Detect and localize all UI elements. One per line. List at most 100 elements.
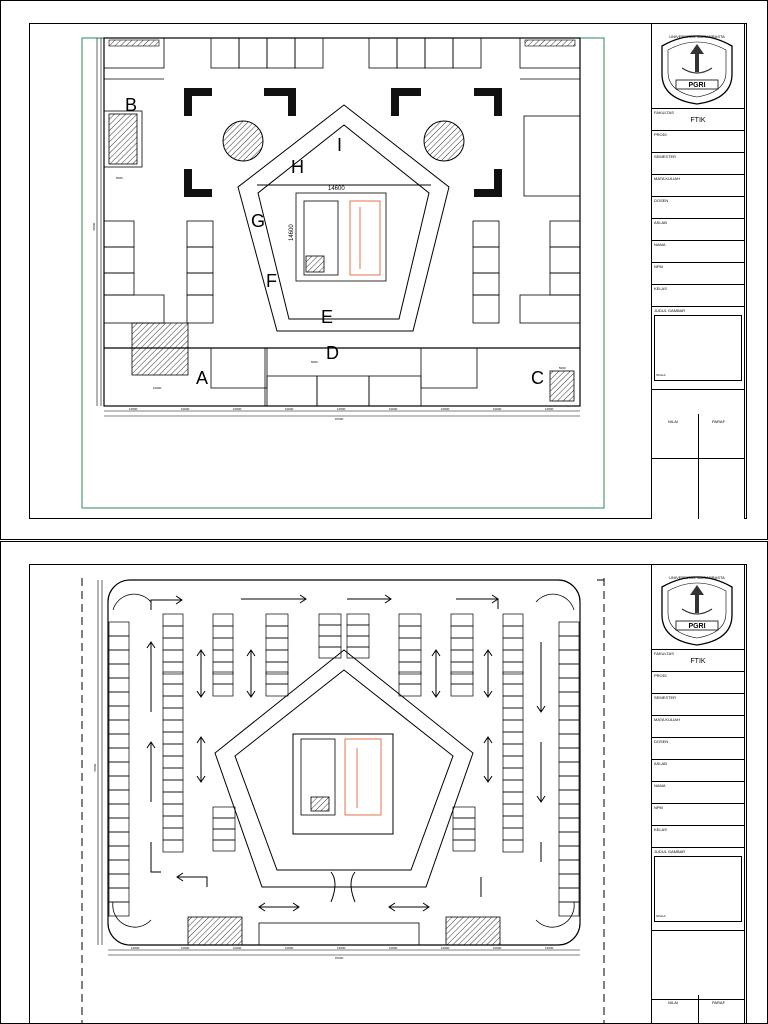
parking-stall (502, 707, 524, 721)
parking-stall (450, 661, 474, 675)
judul-gambar-section: JUDUL GAMBAR SKALA (652, 848, 744, 931)
parking-stall (452, 817, 476, 830)
small-dim-3: 5000 (559, 366, 566, 370)
dim-s2-4: 12500 (337, 946, 346, 950)
pentagon-ring (214, 649, 474, 888)
field-label: DOSEN (654, 198, 669, 203)
parking-stall (318, 635, 342, 648)
skala-label: SKALA (656, 914, 666, 918)
parking-stall (502, 803, 524, 817)
sign-divider (698, 414, 699, 519)
field-label: FAKULTAS (654, 651, 674, 656)
parking-stall (558, 859, 580, 875)
dim-s2-8: 12500 (545, 946, 554, 950)
logo-arc-text: UNIVERSITAS INDRAPRASTA (669, 34, 725, 39)
field-value: FTIK (690, 117, 706, 124)
field-label: ASLAB (654, 761, 667, 766)
field-label: SEMESTER (654, 154, 677, 159)
parking-stall (502, 625, 524, 639)
parking-stall (108, 831, 130, 847)
logo-banner-text: PGRI (688, 623, 705, 630)
parking-stalls (108, 613, 580, 917)
parking-stall (502, 839, 524, 853)
parking-stall (108, 817, 130, 833)
total-dim-s1: 97000 (335, 417, 344, 421)
parking-stall (212, 613, 234, 627)
top-shops (103, 37, 581, 80)
parking-stall (558, 635, 580, 651)
parking-stall (558, 803, 580, 819)
parking-stall (502, 661, 524, 675)
parking-stall (558, 705, 580, 721)
field-label: DOSEN (654, 739, 669, 744)
parking-stall (398, 613, 422, 627)
parking-stall (212, 683, 234, 697)
parking-stall (212, 649, 234, 663)
field-nama: NAMA (652, 782, 744, 804)
parking-stall (265, 625, 289, 639)
parking-stall (502, 731, 524, 745)
dim-s2-0: 12500 (131, 946, 140, 950)
parking-stall (108, 747, 130, 763)
zone-label-i: I (337, 135, 342, 155)
small-dim-2: 10000 (153, 386, 162, 390)
dim-s1-5: 10000 (389, 407, 398, 411)
left-dim-s2: 79000 (93, 763, 97, 772)
parking-stall (318, 613, 342, 626)
parking-stall (558, 663, 580, 679)
parking-stall (108, 803, 130, 819)
parking-stall (346, 613, 370, 626)
parking-stall (108, 887, 130, 903)
parking-stall (452, 806, 476, 819)
judul-gambar-section: JUDUL GAMBAR SKALA (652, 307, 744, 390)
parking-stall (162, 803, 184, 817)
field-prodi: PRODI (652, 672, 744, 694)
nilai-label: NILAI (668, 419, 679, 424)
parking-stall (265, 683, 289, 697)
parking-stall (108, 649, 130, 665)
parking-stall (108, 663, 130, 679)
parking-stall (502, 743, 524, 757)
parking-stall (558, 677, 580, 693)
central-core (295, 192, 387, 282)
drawing-frame (29, 564, 747, 1023)
parking-stall (108, 705, 130, 721)
parking-stall (398, 625, 422, 639)
parking-stall (558, 621, 580, 637)
floor-plan-drawing: A B C D E F G H I 14600 14600 5000 10000… (81, 37, 605, 509)
university-logo: UNIVERSITAS INDRAPRASTA PGRI (652, 24, 744, 109)
parking-stall (398, 637, 422, 651)
parking-stall (558, 831, 580, 847)
parking-stall (558, 761, 580, 777)
parking-stall (450, 637, 474, 651)
parking-stall (450, 683, 474, 697)
dim-s2-1: 10000 (181, 946, 190, 950)
parking-stall (265, 661, 289, 675)
judul-box (654, 856, 742, 922)
zone-label-e: E (321, 307, 333, 327)
skala-label: SKALA (656, 373, 666, 377)
parking-stall (558, 775, 580, 791)
bottom-dims-sheet2: 12500 10000 10000 10000 12500 10000 1000… (93, 763, 554, 960)
dim-s2-5: 10000 (389, 946, 398, 950)
parking-stall (558, 719, 580, 735)
parking-stall (346, 635, 370, 648)
parking-stall (558, 747, 580, 763)
judul-label: JUDUL GAMBAR (654, 849, 686, 854)
field-label: MATA KULIAH (654, 176, 680, 181)
parking-stall (502, 779, 524, 793)
field-npm: NPM (652, 263, 744, 285)
zone-label-h: H (291, 157, 304, 177)
parking-stall (108, 677, 130, 693)
parking-stall (558, 901, 580, 917)
bottom-dims-sheet1: 12500 10000 10000 10000 12500 10000 1000… (92, 222, 554, 421)
nilai-paraf-section: NILAI PARAF (652, 414, 744, 519)
field-mata-kuliah: MATA KULIAH (652, 175, 744, 197)
field-kelas: KELAS (652, 826, 744, 848)
field-label: SEMESTER (654, 695, 677, 700)
logo-arc-text: UNIVERSITAS INDRAPRASTA (669, 575, 725, 580)
